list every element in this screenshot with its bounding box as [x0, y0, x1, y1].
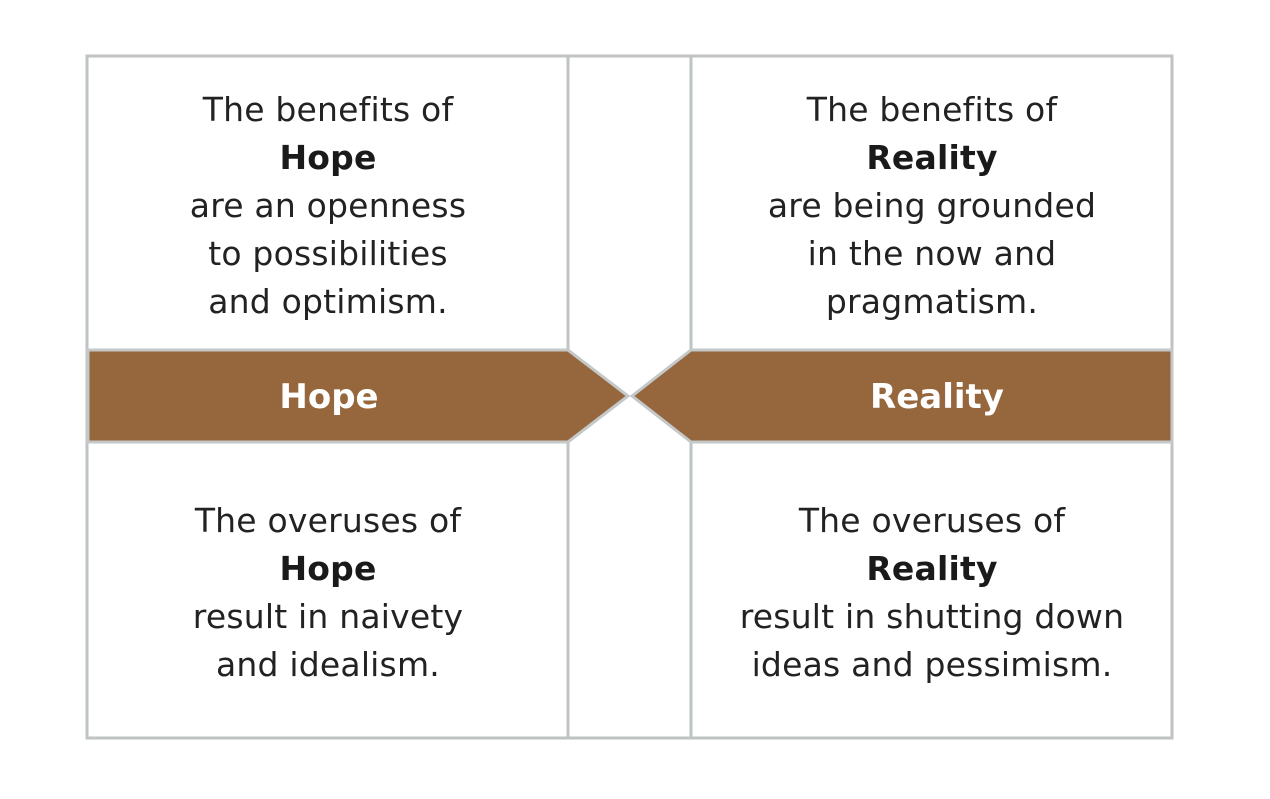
- cell-intro: The benefits of: [806, 90, 1058, 129]
- cell-text-line: and optimism.: [208, 282, 448, 321]
- cell-text-line: result in shutting down: [739, 597, 1125, 636]
- cell-term: Reality: [866, 138, 998, 177]
- cell-text-line: and idealism.: [216, 645, 440, 684]
- cell-text-line: ideas and pessimism.: [751, 645, 1113, 684]
- cell-text-line: in the now and: [807, 234, 1057, 273]
- cell-text-line: are being grounded: [767, 186, 1097, 225]
- cell-term: Hope: [279, 138, 377, 177]
- cell-term: Hope: [279, 549, 377, 588]
- cell-intro: The overuses of: [798, 501, 1066, 540]
- cell-term: Reality: [866, 549, 998, 588]
- reality-arrow-band: [629, 348, 1174, 444]
- cell-intro: The benefits of: [202, 90, 454, 129]
- cell-intro: The overuses of: [194, 501, 462, 540]
- reality-overuses-cell: The overuses of Reality result in shutti…: [692, 497, 1172, 689]
- cell-text-line: pragmatism.: [825, 282, 1039, 321]
- cell-text-line: to possibilities: [208, 234, 448, 273]
- cell-text-line: are an openness: [189, 186, 467, 225]
- reality-band-label: Reality: [870, 377, 1004, 417]
- cell-text-line: result in naivety: [192, 597, 464, 636]
- hope-benefits-cell: The benefits of Hope are an openness to …: [88, 86, 568, 326]
- hope-arrow-band: [86, 348, 631, 444]
- hope-band-label: Hope: [279, 377, 379, 417]
- hope-overuses-cell: The overuses of Hope result in naivety a…: [88, 497, 568, 689]
- reality-benefits-cell: The benefits of Reality are being ground…: [692, 86, 1172, 326]
